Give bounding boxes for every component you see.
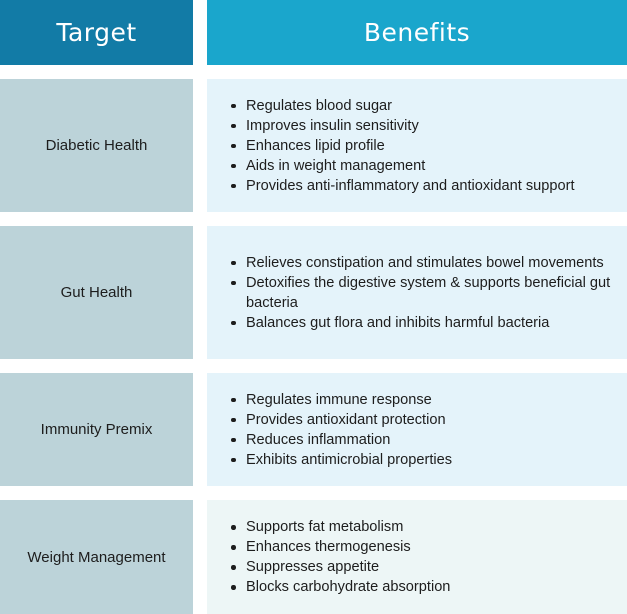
target-cell: Weight Management — [0, 500, 193, 614]
benefit-item: Enhances lipid profile — [231, 136, 585, 156]
header-benefits: Benefits — [207, 0, 627, 65]
benefit-item: Regulates blood sugar — [231, 96, 585, 116]
benefit-item: Suppresses appetite — [230, 557, 460, 577]
benefits-cell: Regulates blood sugar Improves insulin s… — [207, 79, 627, 212]
target-cell: Gut Health — [0, 226, 193, 359]
benefits-list: Supports fat metabolism Enhances thermog… — [207, 517, 460, 597]
benefit-item: Provides antioxidant protection — [230, 410, 462, 430]
benefit-item: Regulates immune response — [230, 390, 462, 410]
benefit-item: Detoxifies the digestive system & suppor… — [231, 273, 627, 313]
benefits-cell: Regulates immune response Provides antio… — [207, 373, 627, 486]
benefits-list: Regulates blood sugar Improves insulin s… — [207, 96, 585, 196]
benefit-item: Blocks carbohydrate absorption — [230, 577, 460, 597]
header-target: Target — [0, 0, 193, 65]
benefits-cell: Relieves constipation and stimulates bow… — [207, 226, 627, 359]
benefit-item: Provides anti-inflammatory and antioxida… — [231, 176, 585, 196]
benefit-item: Supports fat metabolism — [230, 517, 460, 537]
benefits-cell: Supports fat metabolism Enhances thermog… — [207, 500, 627, 614]
target-cell: Diabetic Health — [0, 79, 193, 212]
target-cell: Immunity Premix — [0, 373, 193, 486]
benefit-item: Exhibits antimicrobial properties — [230, 450, 462, 470]
benefit-item: Aids in weight management — [231, 156, 585, 176]
benefit-item: Relieves constipation and stimulates bow… — [231, 253, 627, 273]
benefits-list: Regulates immune response Provides antio… — [207, 390, 462, 470]
benefits-list: Relieves constipation and stimulates bow… — [207, 253, 627, 333]
benefit-item: Improves insulin sensitivity — [231, 116, 585, 136]
benefit-item: Balances gut flora and inhibits harmful … — [231, 313, 627, 333]
benefit-item: Enhances thermogenesis — [230, 537, 460, 557]
benefit-item: Reduces inflammation — [230, 430, 462, 450]
